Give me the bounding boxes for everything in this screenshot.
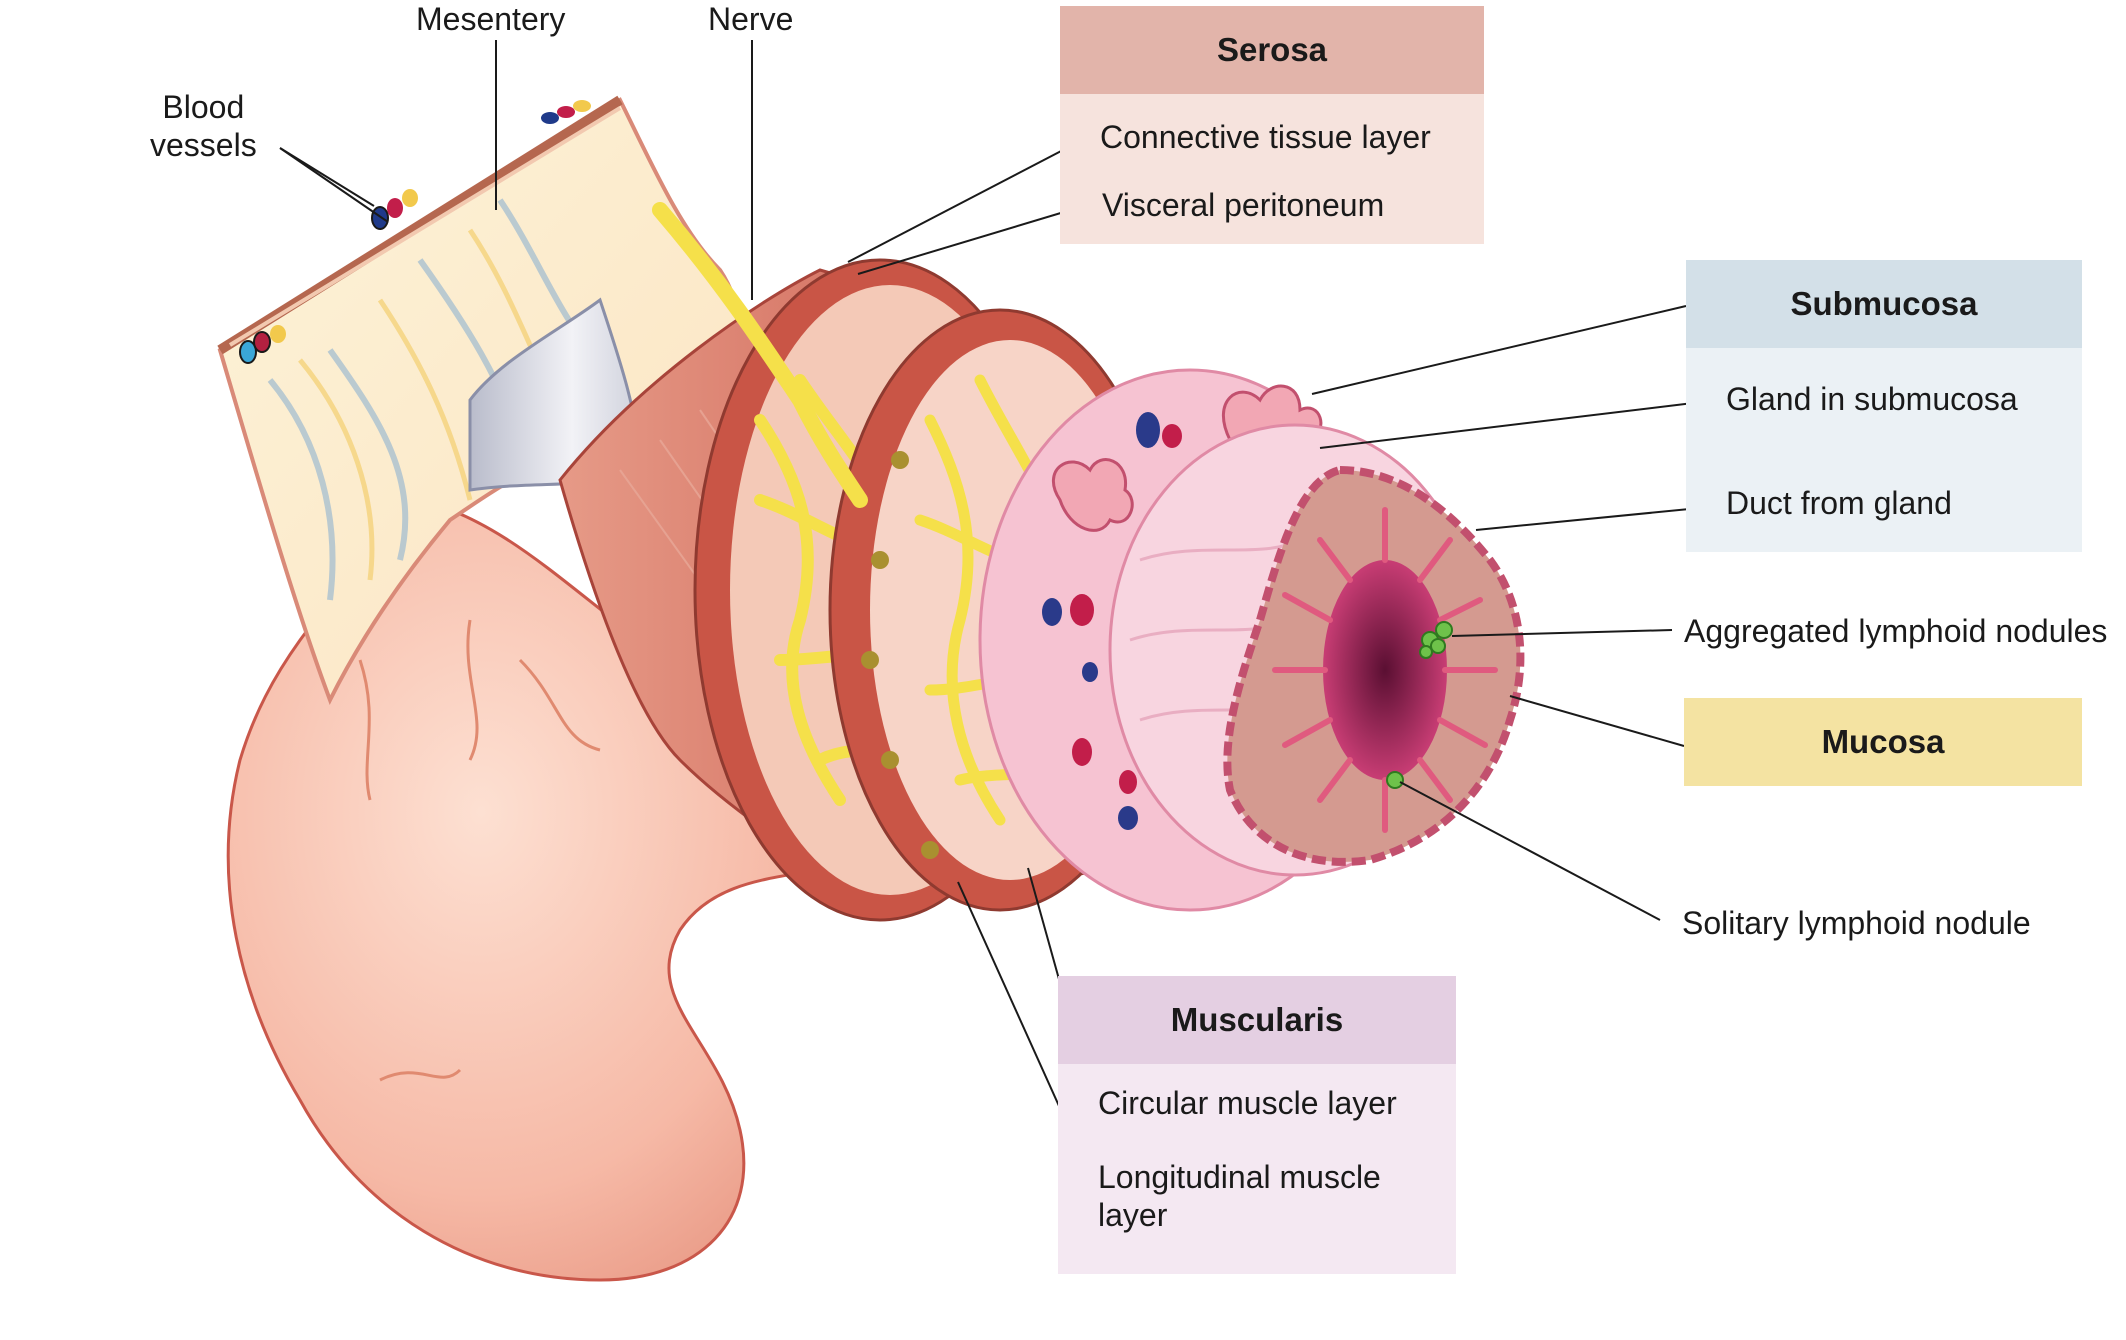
serosa-title: Serosa xyxy=(1060,6,1484,94)
submucosa-body: Gland in submucosa Duct from gland xyxy=(1686,348,2082,552)
muscularis-body: Circular muscle layer Longitudinal muscl… xyxy=(1058,1064,1456,1274)
muscularis-item-circular: Circular muscle layer xyxy=(1098,1085,1397,1121)
villi xyxy=(1272,507,1498,833)
submucosa-box: Submucosa Gland in submucosa Duct from g… xyxy=(1686,260,2082,552)
label-blood-vessels: Blood vessels xyxy=(150,89,257,163)
submucosa-item-duct: Duct from gland xyxy=(1726,485,1952,521)
label-aggregated-lymphoid-nodules: Aggregated lymphoid nodules xyxy=(1684,613,2108,649)
leader-lines xyxy=(279,40,1721,1189)
serosa-item-connective-tissue: Connective tissue layer xyxy=(1100,119,1431,155)
muscularis-item-longitudinal: Longitudinal muscle layer xyxy=(1098,1159,1381,1233)
submucosa-title: Submucosa xyxy=(1686,260,2082,348)
mucosa-title: Mucosa xyxy=(1684,698,2082,786)
blood-vessel-dots xyxy=(239,100,760,364)
lymphoid-nodules xyxy=(1386,621,1453,789)
lumen xyxy=(1323,560,1447,780)
serosa-box: Serosa Connective tissue layer Visceral … xyxy=(1060,6,1484,244)
serosa-item-visceral-peritoneum: Visceral peritoneum xyxy=(1102,187,1385,223)
mucosa-box: Mucosa xyxy=(1684,698,2082,786)
muscularis-box: Muscularis Circular muscle layer Longitu… xyxy=(1058,976,1456,1274)
label-solitary-lymphoid-nodule: Solitary lymphoid nodule xyxy=(1682,905,2031,941)
label-nerve: Nerve xyxy=(708,1,794,37)
nerve-trunk xyxy=(652,202,868,508)
label-mesentery: Mesentery xyxy=(416,1,566,37)
submucosa-item-gland: Gland in submucosa xyxy=(1726,381,2018,417)
muscularis-title: Muscularis xyxy=(1058,976,1456,1064)
serosa-body: Connective tissue layer Visceral periton… xyxy=(1060,94,1484,244)
